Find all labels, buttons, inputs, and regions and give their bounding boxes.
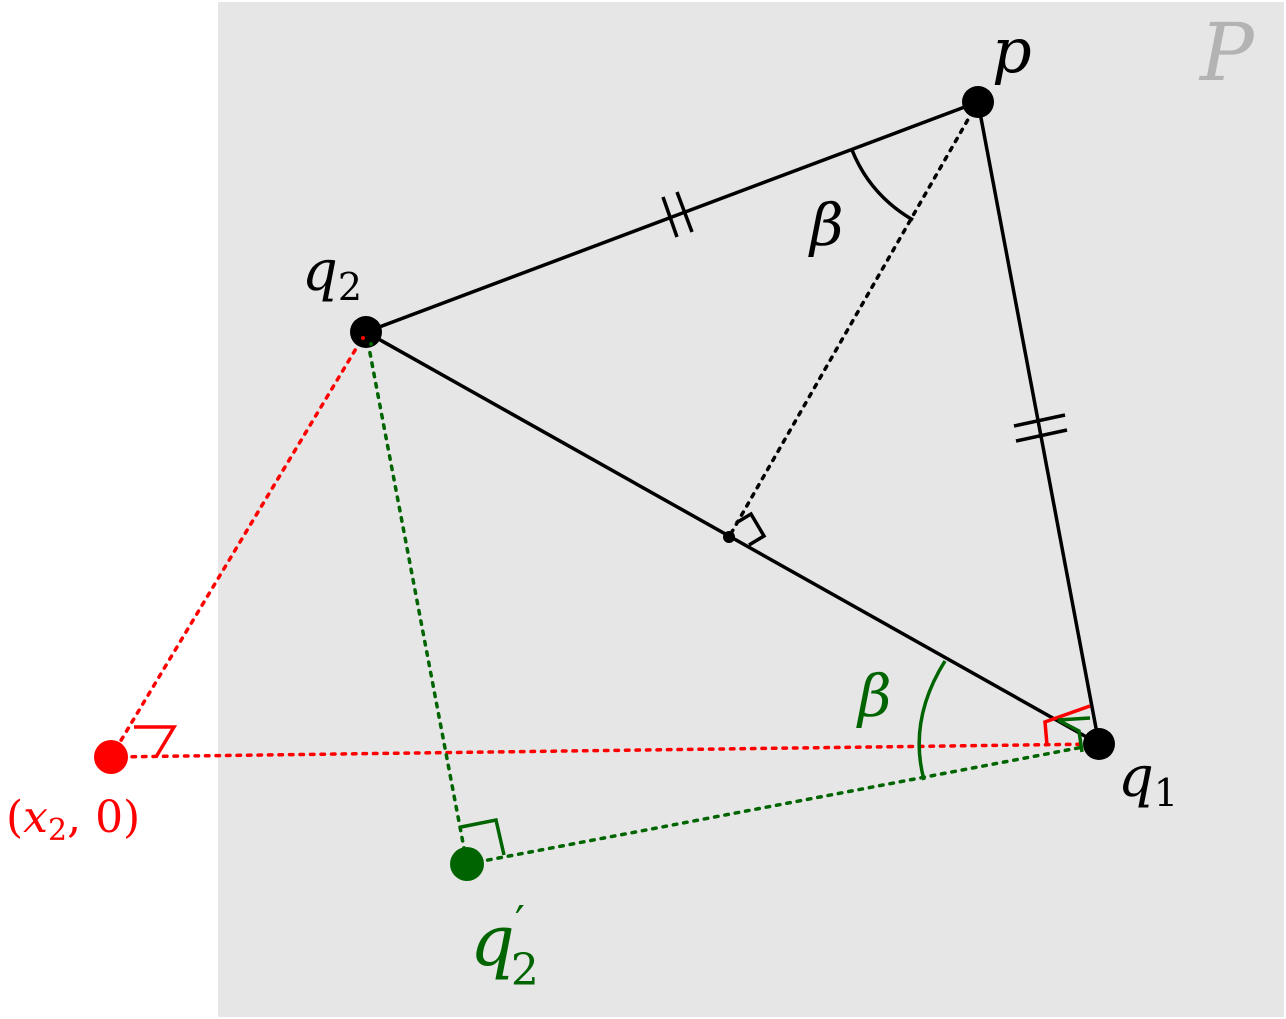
right-angle-mark-x2 (134, 725, 178, 758)
green-dotted-q2-to-q2prime (364, 330, 469, 866)
right-angle-mark-q1-red (1043, 704, 1091, 746)
red-dotted-x2-to-q1 (109, 742, 1101, 759)
right-angle-mark-q1-green (1057, 716, 1091, 753)
point-q2 (350, 316, 382, 348)
point-q2prime (450, 847, 484, 881)
point-midpoint (723, 531, 735, 543)
label-angle-bottom: β (856, 662, 892, 730)
edge-p-q2 (365, 100, 979, 334)
label-q2: q2 (302, 239, 362, 309)
equal-tick-p-q1 (1013, 413, 1068, 443)
right-angle-mark-midpoint (735, 511, 767, 547)
dot-overlay-q2 (361, 336, 373, 346)
region-p (218, 2, 1284, 1017)
label-p: p (992, 14, 1032, 87)
point-x2 (94, 740, 128, 774)
label-q1: q1 (1118, 745, 1178, 815)
angle-arc-bottom (917, 660, 947, 781)
region-label: P (1198, 6, 1255, 99)
edge-p-q1 (976, 101, 1101, 745)
perpendicular-from-p (727, 100, 980, 539)
green-dotted-q2prime-to-q1 (465, 742, 1101, 866)
point-p (962, 86, 994, 118)
red-dotted-q2-to-x2 (109, 330, 368, 759)
label-angle-top: β (808, 191, 844, 259)
right-angle-mark-q2prime (460, 817, 506, 856)
angle-arc-top (850, 149, 914, 222)
equal-tick-p-q2 (661, 191, 694, 238)
label-x2: (x2, 0) (6, 792, 140, 848)
point-q1 (1083, 728, 1115, 760)
label-q2prime: q′2 (470, 897, 539, 996)
